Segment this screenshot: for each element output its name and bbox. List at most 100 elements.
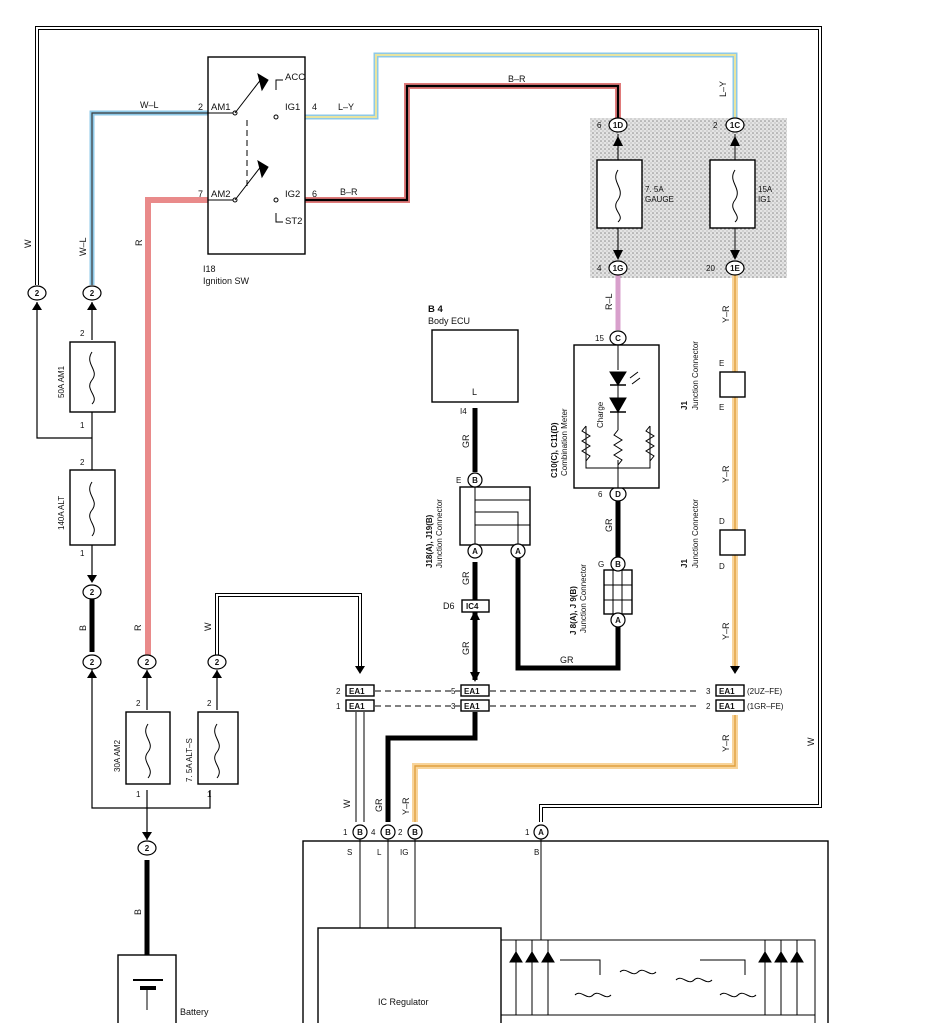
junction-j8-ids: J 8(A), J 9(B) xyxy=(569,586,578,635)
wire-label-b-battery: B xyxy=(133,909,143,915)
charge-lamp xyxy=(581,345,655,488)
svg-text:2: 2 xyxy=(215,658,220,667)
svg-text:D: D xyxy=(615,490,621,499)
wire-label-yr-5: Y–R xyxy=(401,797,411,815)
svg-text:2: 2 xyxy=(713,121,718,130)
junction-j1a-pin-top: E xyxy=(719,359,724,368)
connector-c-15: C 15 xyxy=(595,330,627,346)
wire-gr xyxy=(385,408,621,822)
rectifier-diodes xyxy=(501,939,816,1023)
wire-label-w-lower: W xyxy=(203,622,213,631)
svg-text:4: 4 xyxy=(371,828,376,837)
alt-terminal-s: S xyxy=(347,848,352,857)
wire-w-l xyxy=(89,110,208,285)
svg-text:EA1: EA1 xyxy=(719,687,735,696)
wire-label-w-right: W xyxy=(806,737,816,746)
svg-text:1C: 1C xyxy=(730,121,740,130)
wire-label-rl: R–L xyxy=(604,293,614,310)
ignition-switch-box xyxy=(207,56,306,255)
junction-j1a-id: J1 xyxy=(680,401,689,410)
wire-label-w-left: W xyxy=(23,239,33,248)
svg-text:2: 2 xyxy=(336,687,341,696)
svg-text:2: 2 xyxy=(145,658,150,667)
svg-text:EA1: EA1 xyxy=(349,702,365,711)
junction-j18-pins: B E A A xyxy=(456,472,526,559)
wire-l-y xyxy=(305,52,738,120)
alt-terminal-b: B xyxy=(534,848,539,857)
wire-label-yr-4: Y–R xyxy=(721,734,731,752)
svg-text:C: C xyxy=(615,334,621,343)
svg-text:3: 3 xyxy=(706,687,711,696)
alt-terminal-ig: IG xyxy=(400,848,408,857)
junction-j18-box xyxy=(459,486,531,546)
body-ecu-pin-14: I4 xyxy=(460,407,467,416)
wire-label-gr-5: GR xyxy=(560,655,574,665)
svg-text:B: B xyxy=(412,828,418,837)
svg-text:4: 4 xyxy=(597,264,602,273)
wire-label-wl-top: W–L xyxy=(140,100,159,110)
svg-text:B: B xyxy=(385,828,391,837)
wire-label-r-lower: R xyxy=(133,624,143,631)
wire-b-r xyxy=(305,83,621,203)
wire-label-gr-2: GR xyxy=(461,571,471,585)
svg-text:G: G xyxy=(598,560,604,569)
ign-term-am1: AM1 xyxy=(211,102,231,113)
svg-text:1: 1 xyxy=(136,790,141,799)
connector-1g: 1G 4 xyxy=(597,260,628,276)
wire-label-r-upper: R xyxy=(134,239,144,246)
junction-j8-pins: B G A xyxy=(598,556,626,628)
ign-term-acc: ACC xyxy=(285,72,305,83)
svg-text:6: 6 xyxy=(598,490,603,499)
fuse-gauge-amp: 7. 5A xyxy=(645,185,664,194)
junction-j18-ids: J18(A), J19(B) xyxy=(425,514,434,568)
ignition-switch-name: Ignition SW xyxy=(203,276,250,286)
svg-text:50A AM1: 50A AM1 xyxy=(57,365,66,398)
combination-meter-name: Combination Meter xyxy=(560,408,569,476)
wire-label-br-side: B–R xyxy=(340,187,358,197)
svg-text:6: 6 xyxy=(597,121,602,130)
junction-j18-name: Junction Connector xyxy=(435,499,444,568)
ignition-switch-id: I18 xyxy=(203,264,216,274)
combination-meter-lamp: Charge xyxy=(596,401,605,428)
svg-text:2: 2 xyxy=(90,289,95,298)
wire-w-s xyxy=(215,593,365,822)
wire-b-main xyxy=(36,302,218,955)
svg-text:1: 1 xyxy=(207,790,212,799)
svg-text:B: B xyxy=(357,828,363,837)
engine-variant-2uz: (2UZ–FE) xyxy=(747,687,782,696)
ic-regulator-label: IC Regulator xyxy=(378,997,429,1007)
engine-variant-1gr: (1GR–FE) xyxy=(747,702,784,711)
body-ecu-name: Body ECU xyxy=(428,316,470,326)
connector-1c: 1C 2 xyxy=(713,117,745,133)
svg-text:15: 15 xyxy=(595,334,604,343)
arrow-markers xyxy=(32,136,740,840)
ea1-connectors: EA1 EA1 2 1 EA1 EA1 5 3 EA1 EA1 3 2 xyxy=(336,684,745,712)
body-ecu-id: B 4 xyxy=(428,304,444,315)
ea1-dashed-links xyxy=(375,690,700,707)
svg-text:1: 1 xyxy=(80,421,85,430)
fuse-alts: 7. 5A ALT–S 2 1 xyxy=(185,699,239,799)
svg-text:A: A xyxy=(538,828,544,837)
ic-regulator-box xyxy=(317,927,502,1023)
svg-text:2: 2 xyxy=(706,702,711,711)
svg-text:EA1: EA1 xyxy=(349,687,365,696)
svg-text:140A ALT: 140A ALT xyxy=(57,496,66,530)
junction-j8-box xyxy=(603,569,633,615)
svg-text:2: 2 xyxy=(398,828,403,837)
connector-ic4-label: IC4 xyxy=(466,602,479,611)
svg-text:2: 2 xyxy=(80,329,85,338)
combination-meter-box xyxy=(573,344,660,489)
fuse-am2: 30A AM2 2 1 xyxy=(113,699,171,799)
body-ecu-pin-l: L xyxy=(472,387,477,397)
ign-pin-ig2: 6 xyxy=(312,189,317,199)
wire-label-yr-3: Y–R xyxy=(721,622,731,640)
ign-pin-am1: 2 xyxy=(198,102,203,112)
connector-d-6: D 6 xyxy=(598,486,627,502)
fuse-am1: 50A AM1 2 1 xyxy=(57,329,116,430)
svg-text:EA1: EA1 xyxy=(464,702,480,711)
svg-text:A: A xyxy=(515,547,521,556)
svg-text:1: 1 xyxy=(336,702,341,711)
body-ecu-box xyxy=(431,329,519,403)
svg-text:2: 2 xyxy=(90,658,95,667)
